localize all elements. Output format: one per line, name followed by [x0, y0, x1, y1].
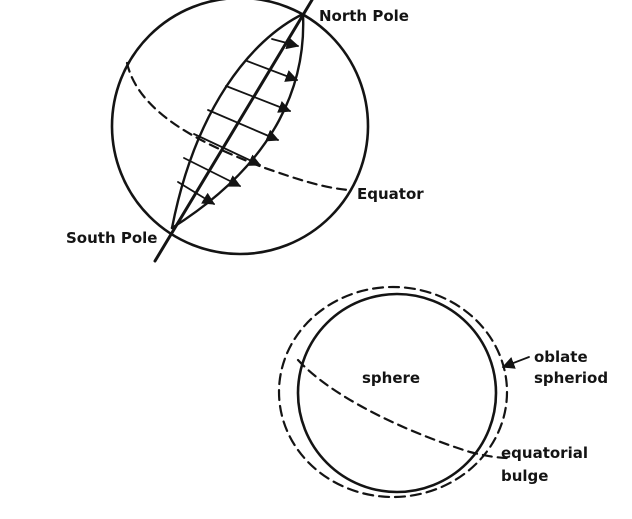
equator-label: Equator: [357, 185, 424, 203]
oblate-pointer-arrow: [501, 356, 530, 369]
velocity-arrow: [183, 157, 242, 187]
velocity-arrow: [225, 85, 292, 113]
oblate-spheroid-outline: [277, 285, 509, 499]
lower-equator-line: [296, 358, 509, 460]
south-pole-label: South Pole: [66, 229, 157, 247]
velocity-arrow: [193, 133, 262, 166]
velocity-arrows: [177, 36, 300, 205]
velocity-arrow: [271, 36, 300, 50]
rotation-axis: [153, 0, 314, 263]
oblate-spheroid-label-line2: spheriod: [534, 369, 608, 387]
oblate-comparison-figure: sphere oblate spheriod equatorial bulge: [277, 285, 608, 499]
equatorial-bulge-label-line2: bulge: [501, 467, 548, 485]
velocity-arrow: [246, 60, 299, 82]
velocity-arrow: [177, 181, 216, 205]
rotating-sphere-figure: North Pole Equator South Pole: [66, 0, 424, 263]
sphere-outline: [110, 0, 370, 256]
sphere-label: sphere: [362, 369, 420, 387]
oblate-spheroid-label-line1: oblate: [534, 348, 588, 366]
north-pole-label: North Pole: [319, 7, 409, 25]
velocity-arrow: [207, 109, 280, 142]
sphere-solid-outline: [296, 292, 498, 494]
equatorial-bulge-label-line1: equatorial: [501, 444, 588, 462]
